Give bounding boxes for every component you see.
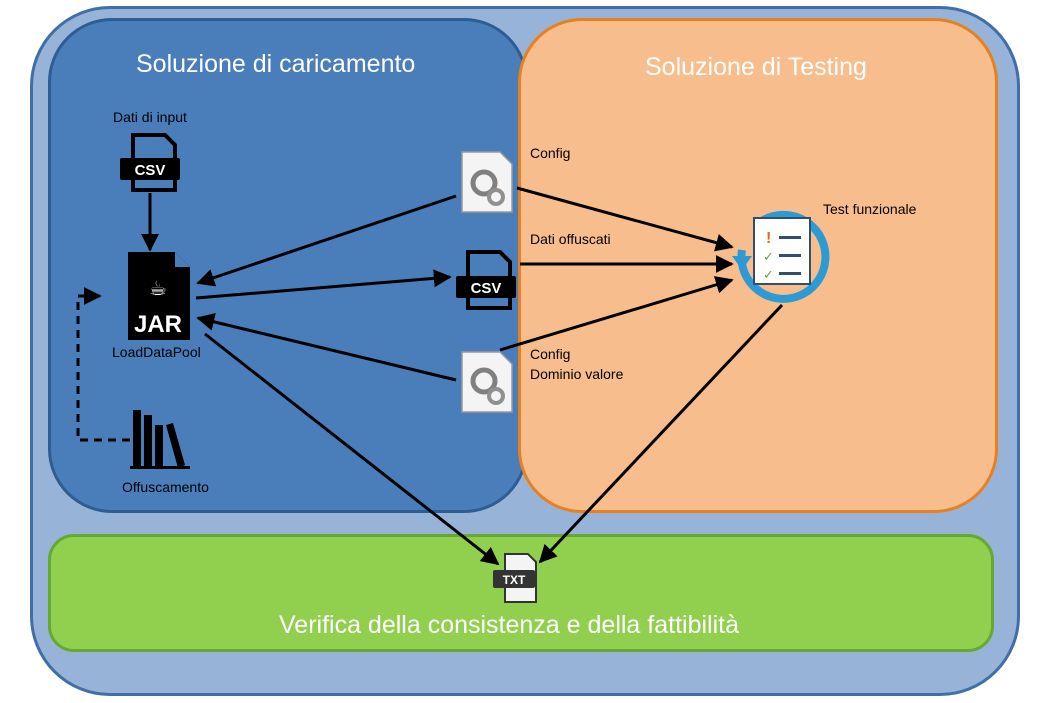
txt-output-text: TXT — [503, 573, 526, 587]
functional-test-label: Test funzionale — [823, 201, 917, 217]
testing-solution-title: Soluzione di Testing — [645, 53, 867, 81]
dashed-arrow-obfuscation — [76, 287, 130, 442]
input-data-label: Dati di input — [113, 109, 187, 125]
csv-obfuscated-icon: CSV — [456, 250, 516, 310]
library-books-icon — [130, 410, 190, 469]
obfuscated-data-label: Dati offuscati — [530, 231, 611, 247]
arrow-jar-to-txt — [204, 332, 500, 566]
config-domain-label-line1: Config — [530, 346, 571, 362]
loading-solution-title: Soluzione di caricamento — [136, 50, 416, 78]
arrow-config-to-test — [516, 186, 734, 252]
arrow-jar-to-csv — [195, 269, 452, 300]
csv-file-icon: CSV — [120, 133, 180, 192]
svg-text:✓: ✓ — [763, 250, 774, 265]
svg-text:✓: ✓ — [763, 268, 774, 283]
arrow-domain-config-to-test — [499, 276, 734, 352]
txt-output-icon: TXT — [493, 553, 537, 603]
config-gear-icon-bottom — [461, 351, 513, 413]
obfuscation-label: Offuscamento — [122, 479, 209, 495]
config-gear-icon-top — [461, 151, 513, 213]
config-domain-label-line2: Dominio valore — [530, 366, 624, 382]
csv-input-text: CSV — [135, 162, 166, 179]
arrow-domain-config-to-jar — [196, 313, 457, 382]
config-label: Config — [530, 145, 571, 161]
arrow-config-to-jar — [196, 194, 457, 287]
svg-text:☕: ☕ — [149, 276, 167, 300]
jar-text: JAR — [134, 311, 182, 338]
arrow-test-to-txt — [538, 303, 784, 564]
svg-text:!: ! — [766, 230, 771, 247]
csv-middle-text: CSV — [471, 280, 502, 297]
jar-file-icon: ☕ JAR — [128, 252, 190, 340]
functional-test-checklist-icon: ! ✓ ✓ — [732, 210, 830, 303]
verification-title: Verifica della consistenza e della fatti… — [279, 611, 739, 639]
load-data-pool-label: LoadDataPool — [112, 344, 201, 360]
